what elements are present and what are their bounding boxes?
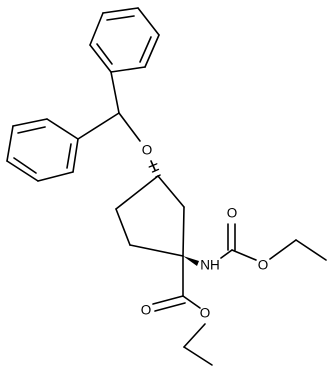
wedge-bond-c1-nh [183, 256, 199, 266]
carbamate-ester-oxygen-label: O [258, 258, 269, 273]
ether-oxygen-label: O [142, 143, 153, 158]
carbamate-carbonyl-oxygen-label: O [227, 206, 238, 221]
carbamate-ethyl-bonds [269, 239, 327, 261]
cyclopentane-ring [115, 175, 185, 257]
hashed-wedge-bond-c3-o [148, 163, 161, 178]
benzhydryl-bonds [77, 71, 141, 142]
phenyl-ring-top [89, 7, 160, 73]
carbamate-bonds [220, 223, 257, 261]
phenyl-ring-left [6, 118, 79, 182]
nitrogen-h-label: NH [200, 258, 220, 273]
ester-ethyl-bonds [183, 323, 213, 366]
ester-bonds [152, 255, 201, 312]
ester-carbonyl-oxygen-label: O [141, 303, 152, 318]
ester-alkoxy-oxygen-label: O [200, 306, 211, 321]
